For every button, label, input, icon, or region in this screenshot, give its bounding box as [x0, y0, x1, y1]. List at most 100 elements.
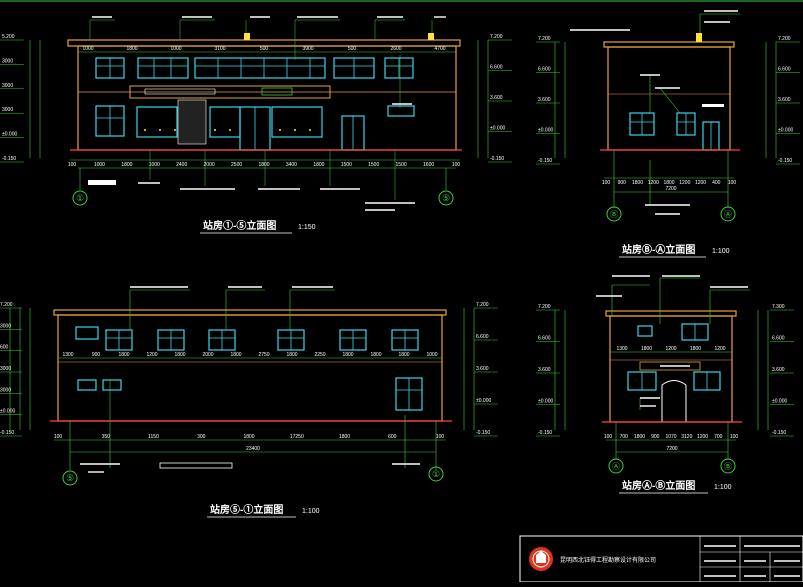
side-ab-elevation-mark: 6.600 — [772, 336, 785, 342]
side-ab-elevation-mark: ±0.000 — [538, 399, 553, 405]
front-bottom-dim-label: 2000 — [204, 162, 215, 168]
rear-bottom-dim-label: 600 — [388, 434, 397, 440]
front-bottom-dim-label: 100 — [68, 162, 77, 168]
side-ab-total-dim: 7200 — [666, 446, 677, 452]
front-elevation-mark: 3000 — [2, 107, 13, 113]
side-ba-bottom-dim-label: 1800 — [632, 180, 643, 186]
side-ab-mid-dim-label: 1200 — [714, 346, 725, 352]
front-bottom-dim-label: 2400 — [176, 162, 187, 168]
front-top-dim-label: 2600 — [390, 46, 401, 52]
rear-roof — [53, 309, 447, 316]
rear-mid-dim-label: 1800 — [174, 352, 185, 358]
front-bottom-dim-label: 1500 — [368, 162, 379, 168]
front-bottom-dim-label: 1500 — [341, 162, 352, 168]
side-ab-bottom-dim-label: 700 — [714, 434, 723, 440]
front-signboard — [144, 88, 216, 95]
side-ba-total-dim: 7200 — [665, 186, 676, 192]
side-ab-view-title: 站房Ⓐ-Ⓑ立面图 — [622, 479, 695, 492]
side-ba-elevation-mark: 6.600 — [538, 67, 551, 73]
rear-bottom-dim-label: 100 — [436, 434, 445, 440]
side-ba-axis-marker-b — [606, 206, 622, 222]
side-ba-bottom-dim-label: 1800 — [663, 180, 674, 186]
front-window — [137, 57, 189, 79]
front-axis-label-1: ① — [76, 193, 84, 203]
side-ab-mid-dim-label: 1300 — [616, 346, 627, 352]
front-axis-label-5: ⑤ — [442, 193, 450, 203]
front-roof-marker — [244, 33, 250, 40]
rear-mid-dim-label: 1200 — [146, 352, 157, 358]
front-bottom-dim-label: 1800 — [121, 162, 132, 168]
side-ba-elevation-mark: -0.150 — [538, 158, 552, 164]
front-entrance — [136, 106, 178, 138]
side-ab-elevation-mark: -0.150 — [538, 430, 552, 436]
rear-bottom-dim-label: 1150 — [148, 434, 159, 440]
side-ba-marker — [696, 33, 702, 42]
side-ab-view-scale: 1:100 — [714, 484, 732, 491]
front-elevation-mark: ±0.000 — [2, 132, 17, 138]
rear-bottom-dim-label: 350 — [102, 434, 111, 440]
side-ab-axis-marker-b — [720, 458, 736, 474]
side-ba-bottom-dim-label: 1200 — [648, 180, 659, 186]
front-top-dim-label: 1000 — [170, 46, 181, 52]
front-view-title: 站房①-⑤立面图 — [203, 219, 276, 232]
rear-wall — [57, 314, 443, 422]
rear-elevation-mark: ±0.000 — [476, 398, 491, 404]
side-ab-canopy — [639, 361, 701, 371]
side-ba-roof — [603, 41, 735, 48]
side-ba-elevation-mark: 3.600 — [538, 97, 551, 103]
front-window — [387, 105, 415, 117]
side-ab-axis-label-a: Ⓐ — [612, 462, 620, 471]
side-ab-elevation-mark: -0.150 — [772, 430, 786, 436]
title-block: 昆明西北钰得工程勘察设计有限公司 — [519, 535, 803, 583]
side-ab-roof — [605, 310, 737, 317]
front-bottom-dim-label: 100 — [452, 162, 461, 168]
side-ba-view-title: 站房Ⓑ-Ⓐ立面图 — [622, 243, 695, 256]
rear-mid-dim-label: 1800 — [342, 352, 353, 358]
front-canopy — [129, 85, 331, 99]
rear-mid-dim-label: 1000 — [426, 352, 437, 358]
side-ab-elevation-mark: 6.600 — [538, 336, 551, 342]
front-elevation-mark: 7.200 — [490, 34, 503, 40]
side-ba-elevation-mark: 3.600 — [778, 97, 791, 103]
rear-elevation-mark: 3.600 — [476, 366, 489, 372]
front-roof-marker — [428, 33, 434, 40]
front-top-dim-label: 3900 — [302, 46, 313, 52]
front-entrance — [271, 106, 323, 138]
side-ab-axis-label-b: Ⓑ — [724, 462, 732, 471]
front-logo — [261, 87, 293, 96]
side-ba-elevation-mark: ±0.000 — [538, 128, 553, 134]
front-elevation-mark: 3.600 — [490, 95, 503, 101]
rear-elevation-mark: 6.600 — [476, 334, 489, 340]
side-ba-elevation-mark: ±0.000 — [778, 128, 793, 134]
side-ab-bottom-dim-label: 3120 — [681, 434, 692, 440]
rear-window — [75, 326, 99, 340]
side-ba-bottom-dim-label: 1200 — [695, 180, 706, 186]
front-top-dim-label: 1000 — [82, 46, 93, 52]
rear-mid-dim-label: 1300 — [62, 352, 73, 358]
side-ab-elevation-mark: 7.300 — [772, 304, 785, 310]
side-ba-bottom-dim-label: 1200 — [679, 180, 690, 186]
side-ab-bottom-dim-label: 700 — [620, 434, 629, 440]
side-ab-axis-marker-a — [608, 458, 624, 474]
side-ba-bottom-dim-label: 400 — [712, 180, 721, 186]
rear-window — [77, 379, 97, 391]
side-ba-bottom-dim-label: 900 — [618, 180, 627, 186]
front-bottom-dim-label: 1600 — [423, 162, 434, 168]
front-view-scale: 1:150 — [298, 224, 316, 231]
side-ba-axis-marker-a — [720, 206, 736, 222]
side-ba-elevation-mark: -0.150 — [778, 158, 792, 164]
rear-axis-marker-5 — [62, 470, 78, 486]
